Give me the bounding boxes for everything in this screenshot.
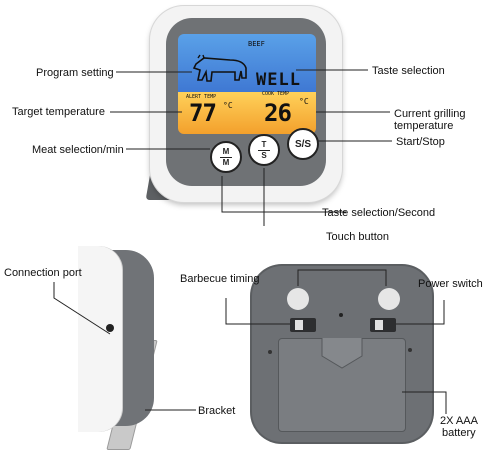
- label-bracket: Bracket: [198, 405, 236, 417]
- center-hole: [339, 313, 343, 317]
- thermometer-side-view: [0, 240, 200, 450]
- lcd-alert-label: ALERT TEMP: [186, 94, 217, 100]
- label-power-switch: Power switch: [418, 278, 483, 290]
- screw-right: [408, 348, 412, 352]
- power-switch[interactable]: [370, 318, 396, 332]
- cow-icon: [192, 54, 247, 82]
- lcd-cook-value: 26: [264, 99, 292, 127]
- power-switch-knob: [375, 320, 383, 330]
- lcd-alert-unit: °C: [223, 101, 233, 110]
- meat-button-bottom: M: [222, 157, 230, 167]
- label-program-setting: Program setting: [36, 67, 114, 79]
- label-target-temperature: Target temperature: [12, 106, 105, 118]
- label-current-grilling: Current grilling: [394, 108, 466, 120]
- taste-selection-button[interactable]: T S: [248, 134, 280, 166]
- start-stop-button[interactable]: S/S: [287, 128, 319, 160]
- barbecue-timing-switch[interactable]: [290, 318, 316, 332]
- lcd-blue-section: [178, 34, 316, 92]
- label-battery-1: 2X AAA: [440, 415, 478, 427]
- barbecue-timing-switch-knob: [295, 320, 303, 330]
- side-body-white: [78, 246, 122, 432]
- lcd-taste-text: WELL: [256, 70, 301, 90]
- battery-door: [278, 338, 406, 432]
- battery-latch-icon: [321, 338, 363, 369]
- label-connection-port: Connection port: [4, 267, 82, 279]
- label-battery-2: battery: [442, 427, 476, 439]
- start-stop-button-label: S/S: [294, 138, 312, 150]
- thermometer-back-view: [0, 240, 492, 450]
- label-start-stop: Start/Stop: [396, 136, 445, 148]
- power-pad: [378, 288, 400, 310]
- label-touch-button: Touch button: [326, 231, 389, 243]
- lcd-cook-label: COOK TEMP: [262, 91, 290, 97]
- label-taste-selection: Taste selection: [372, 65, 445, 77]
- meat-button-top: M: [222, 146, 230, 156]
- thermometer-front-view: BEEF WELL ALERT TEMP COOK TEMP 77 °C 26 …: [145, 6, 342, 202]
- taste-button-divider: [258, 149, 270, 151]
- label-taste-selection-second: Taste selection/Second: [322, 207, 436, 219]
- lcd-meat-text: BEEF: [248, 40, 265, 48]
- meat-button-divider: [220, 156, 232, 158]
- lcd-alert-value: 77: [189, 99, 217, 127]
- lcd-screen: [178, 34, 316, 134]
- barbecue-timing-pad: [287, 288, 309, 310]
- taste-button-bottom: S: [261, 150, 267, 160]
- lcd-cook-unit: °C: [299, 97, 309, 106]
- label-barbecue-timing: Barbecue timing: [180, 273, 260, 285]
- taste-button-top: T: [261, 139, 267, 149]
- meat-selection-button[interactable]: M M: [210, 141, 242, 173]
- label-current-grilling-2: temperature: [394, 120, 454, 132]
- screw-left: [268, 350, 272, 354]
- lcd-yellow-section: [178, 92, 316, 134]
- label-meat-selection: Meat selection/min: [32, 144, 124, 156]
